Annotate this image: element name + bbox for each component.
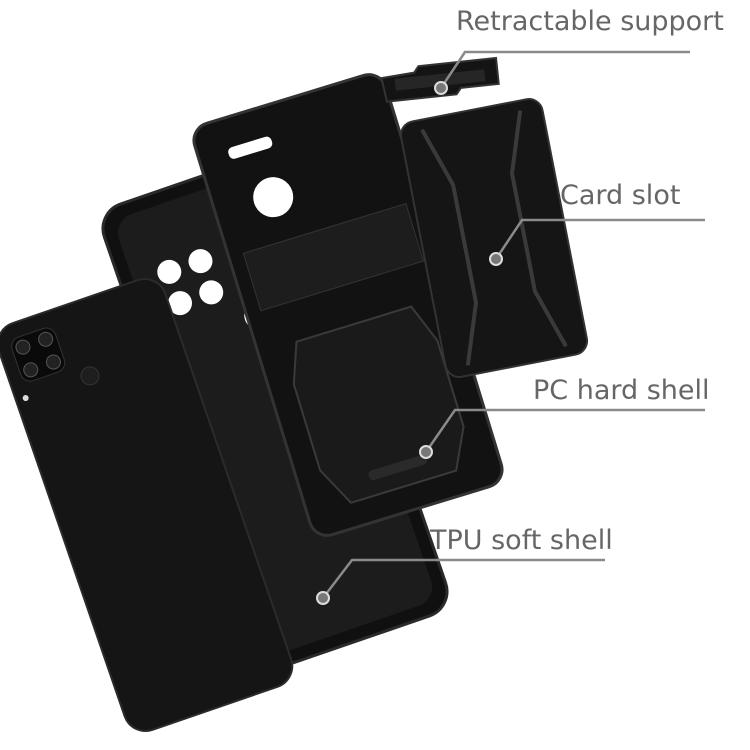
dot-tpu-soft-shell [316, 591, 330, 605]
label-card-slot: Card slot [560, 180, 681, 211]
card-slot-part [399, 98, 589, 378]
phone-back [0, 278, 294, 732]
dot-card-slot [489, 252, 503, 266]
leader-pc-hard-shell [424, 408, 705, 453]
retractable-support-part [380, 56, 500, 103]
leader-card-slot [494, 218, 705, 260]
label-pc-hard-shell: PC hard shell [533, 375, 710, 406]
dot-pc-hard-shell [419, 445, 433, 459]
pc-hard-shell [192, 73, 504, 537]
leader-tpu-soft-shell [322, 558, 605, 599]
dot-retractable-support [434, 81, 448, 95]
label-tpu-soft-shell: TPU soft shell [430, 525, 613, 556]
leader-retractable-support [439, 50, 690, 89]
label-retractable-support: Retractable support [456, 6, 724, 37]
